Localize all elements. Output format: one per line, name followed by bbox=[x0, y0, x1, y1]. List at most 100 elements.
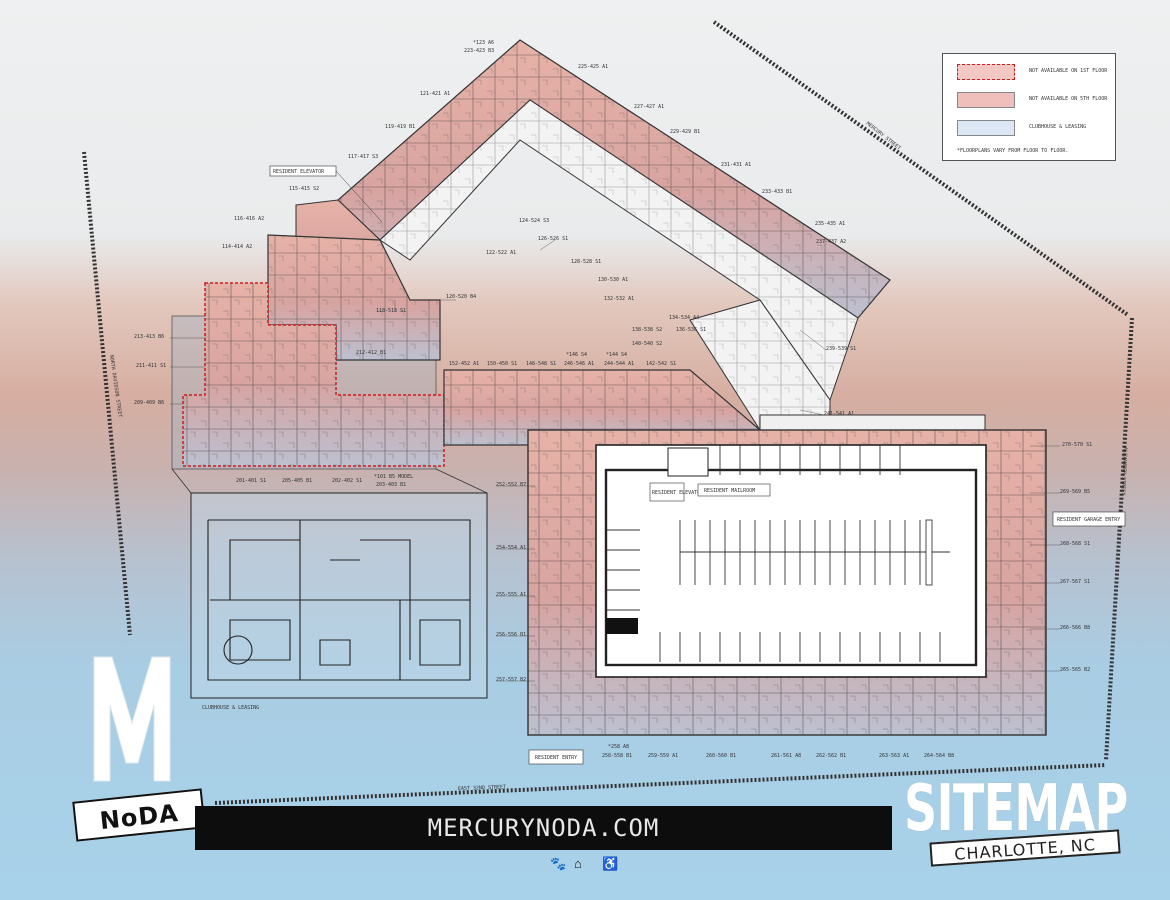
accessible-icon: ♿ bbox=[602, 856, 619, 871]
svg-text:121-421 A1: 121-421 A1 bbox=[420, 91, 450, 97]
svg-text:268-568 S1: 268-568 S1 bbox=[1060, 541, 1090, 547]
svg-text:128-528 S1: 128-528 S1 bbox=[571, 259, 601, 265]
svg-text:142-542 S1: 142-542 S1 bbox=[646, 361, 676, 367]
svg-text:231-431 A1: 231-431 A1 bbox=[721, 162, 751, 168]
svg-text:124-524 S3: 124-524 S3 bbox=[519, 218, 549, 224]
svg-text:227-427 A1: 227-427 A1 bbox=[634, 104, 664, 110]
legend-swatch-not-5th bbox=[957, 92, 1015, 108]
svg-text:115-415 S2: 115-415 S2 bbox=[289, 186, 319, 192]
svg-text:263-563 A1: 263-563 A1 bbox=[879, 753, 909, 759]
svg-text:138-538 S2: 138-538 S2 bbox=[632, 327, 662, 333]
legend-note: *FLOORPLANS VARY FROM FLOOR TO FLOOR. bbox=[957, 148, 1069, 154]
svg-text:267-567 S1: 267-567 S1 bbox=[1060, 579, 1090, 585]
svg-text:261-561 A8: 261-561 A8 bbox=[771, 753, 801, 759]
building-south-block bbox=[527, 429, 1047, 736]
svg-text:136-536 S1: 136-536 S1 bbox=[676, 327, 706, 333]
svg-text:122-522 A1: 122-522 A1 bbox=[486, 250, 516, 256]
legend-row-not-1st: NOT AVAILABLE ON 1ST FLOOR bbox=[957, 64, 1117, 80]
svg-text:257-557 B2: 257-557 B2 bbox=[496, 677, 526, 683]
svg-text:255-555 A1: 255-555 A1 bbox=[496, 592, 526, 598]
sitemap-title-block: SITEMAP CHARLOTTE, NC bbox=[902, 772, 1128, 867]
svg-text:148-548 S1: 148-548 S1 bbox=[526, 361, 556, 367]
svg-text:233-433 B1: 233-433 B1 bbox=[762, 189, 792, 195]
svg-text:*146 S4: *146 S4 bbox=[566, 352, 587, 358]
svg-text:*101 B5 MODEL: *101 B5 MODEL bbox=[374, 474, 413, 480]
leader-lines bbox=[170, 239, 1060, 682]
website-banner: MERCURYNODA.COM bbox=[195, 806, 892, 850]
svg-text:119-419 B1: 119-419 B1 bbox=[385, 124, 415, 130]
svg-text:254-554 A1: 254-554 A1 bbox=[496, 545, 526, 551]
street-label-e32: EAST 32ND STREET bbox=[458, 784, 506, 792]
svg-text:265-565 B2: 265-565 B2 bbox=[1060, 667, 1090, 673]
street-label-mercury: MERCURY STREET bbox=[865, 121, 902, 152]
callout-resident-elevator: RESIDENT ELEVATOR bbox=[649, 482, 704, 502]
svg-text:130-530 A1: 130-530 A1 bbox=[598, 277, 628, 283]
svg-text:150-450 S1: 150-450 S1 bbox=[487, 361, 517, 367]
legend-label-not-5th: NOT AVAILABLE ON 5TH FLOOR bbox=[1029, 96, 1108, 102]
svg-text:264-564 B8: 264-564 B8 bbox=[924, 753, 954, 759]
parking-stalls bbox=[606, 445, 950, 662]
svg-text:152-452 A1: 152-452 A1 bbox=[449, 361, 479, 367]
svg-text:252-552 B7: 252-552 B7 bbox=[496, 482, 526, 488]
svg-text:114-414 A2: 114-414 A2 bbox=[222, 244, 252, 250]
svg-text:213-413 B6: 213-413 B6 bbox=[134, 334, 164, 340]
svg-text:239-539 S1: 239-539 S1 bbox=[826, 346, 856, 352]
building-west-block bbox=[182, 234, 445, 467]
svg-text:269-569 B5: 269-569 B5 bbox=[1060, 489, 1090, 495]
svg-text:RESIDENT ELEVATOR: RESIDENT ELEVATOR bbox=[652, 490, 704, 496]
svg-text:140-540 S2: 140-540 S2 bbox=[632, 341, 662, 347]
svg-text:241-541 A1: 241-541 A1 bbox=[824, 411, 854, 417]
unit-labels: *123 A6 223-423 B3 225-425 A1 121-421 A1… bbox=[134, 40, 1092, 759]
legend-swatch-clubhouse bbox=[957, 120, 1015, 136]
building-central-connector bbox=[443, 299, 986, 446]
svg-text:203-403 B1: 203-403 B1 bbox=[376, 482, 406, 488]
svg-text:262-562 B1: 262-562 B1 bbox=[816, 753, 846, 759]
legend-row-clubhouse: CLUBHOUSE & LEASING bbox=[957, 120, 1117, 136]
svg-text:RESIDENT ELEVATOR: RESIDENT ELEVATOR bbox=[273, 169, 325, 175]
legend-label-not-1st: NOT AVAILABLE ON 1ST FLOOR bbox=[1029, 68, 1108, 74]
svg-text:225-425 A1: 225-425 A1 bbox=[578, 64, 608, 70]
svg-text:*123 A6: *123 A6 bbox=[473, 40, 494, 46]
svg-text:117-417 S3: 117-417 S3 bbox=[348, 154, 378, 160]
street-lines bbox=[82, 20, 1134, 805]
callout-resident-garage-entry: RESIDENT GARAGE ENTRY bbox=[1052, 511, 1126, 527]
website-url[interactable]: MERCURYNODA.COM bbox=[427, 814, 660, 842]
svg-text:223-423 B3: 223-423 B3 bbox=[464, 48, 494, 54]
callout-resident-elevator-top: RESIDENT ELEVATOR bbox=[269, 165, 383, 223]
svg-text:235-435 A1: 235-435 A1 bbox=[815, 221, 845, 227]
street-label-alexander: ALEXANDER STREET bbox=[1119, 447, 1128, 495]
logo-m-block bbox=[90, 653, 175, 785]
svg-text:260-560 B1: 260-560 B1 bbox=[706, 753, 736, 759]
footer-icons: 🐾 ⌂ ♿ bbox=[548, 856, 628, 872]
logo-noda-badge: NoDA bbox=[72, 788, 206, 842]
svg-text:229-429 B1: 229-429 B1 bbox=[670, 129, 700, 135]
svg-text:270-570 S1: 270-570 S1 bbox=[1062, 442, 1092, 448]
svg-text:246-546 A1: 246-546 A1 bbox=[564, 361, 594, 367]
svg-text:259-559 A1: 259-559 A1 bbox=[648, 753, 678, 759]
legend-swatch-not-1st bbox=[957, 64, 1015, 80]
map-legend: NOT AVAILABLE ON 1ST FLOOR NOT AVAILABLE… bbox=[942, 53, 1116, 161]
pet-friendly-icon: 🐾 bbox=[550, 856, 567, 871]
svg-text:118-518 S1: 118-518 S1 bbox=[376, 308, 406, 314]
logo-m-shape bbox=[93, 656, 171, 782]
svg-text:RESIDENT MAILROOM: RESIDENT MAILROOM bbox=[704, 488, 755, 494]
legend-row-not-5th: NOT AVAILABLE ON 5TH FLOOR bbox=[957, 92, 1117, 108]
callout-resident-mailroom: RESIDENT MAILROOM bbox=[697, 483, 771, 497]
svg-text:266-566 B8: 266-566 B8 bbox=[1060, 625, 1090, 631]
equal-housing-icon: ⌂ bbox=[574, 856, 582, 871]
svg-text:RESIDENT ENTRY: RESIDENT ENTRY bbox=[535, 755, 577, 761]
svg-text:RESIDENT GARAGE ENTRY: RESIDENT GARAGE ENTRY bbox=[1057, 517, 1120, 523]
svg-text:120-520 B4: 120-520 B4 bbox=[446, 294, 476, 300]
callout-resident-entry: RESIDENT ENTRY bbox=[528, 749, 584, 765]
svg-text:132-532 A1: 132-532 A1 bbox=[604, 296, 634, 302]
svg-text:256-556 B1: 256-556 B1 bbox=[496, 632, 526, 638]
svg-text:*258 A8: *258 A8 bbox=[608, 744, 629, 750]
svg-text:202-402 S1: 202-402 S1 bbox=[332, 478, 362, 484]
svg-text:*144 S4: *144 S4 bbox=[606, 352, 627, 358]
svg-text:211-411 S1: 211-411 S1 bbox=[136, 363, 166, 369]
logo-noda-text: NoDA bbox=[98, 798, 180, 836]
callout-clubhouse-leasing: CLUBHOUSE & LEASING bbox=[202, 705, 259, 711]
svg-text:126-526 S1: 126-526 S1 bbox=[538, 236, 568, 242]
svg-text:205-405 B1: 205-405 B1 bbox=[282, 478, 312, 484]
